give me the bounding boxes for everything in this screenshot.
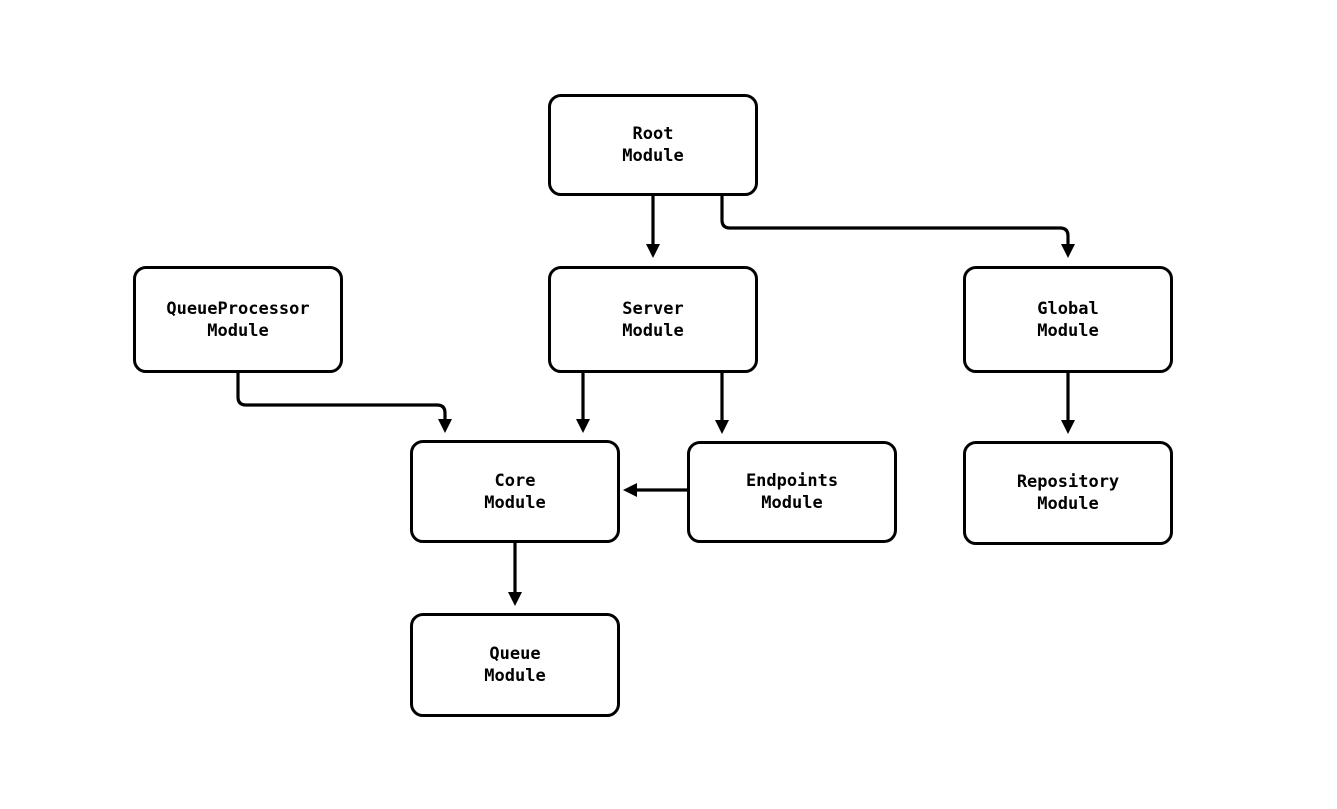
node-server-module[interactable]: Server Module [548, 266, 758, 373]
edge-core-to-queue [508, 543, 522, 606]
node-server-module-label: Server Module [622, 298, 684, 341]
node-global-module-label: Global Module [1037, 298, 1099, 341]
node-queueprocessor-module-label: QueueProcessor Module [166, 298, 310, 341]
node-endpoints-module-label: Endpoints Module [745, 471, 839, 513]
node-endpoints-module[interactable]: Endpoints Module [687, 441, 897, 543]
edge-queueprocessor-to-core [236, 373, 452, 433]
node-repository-module[interactable]: Repository Module [963, 441, 1173, 545]
node-global-module[interactable]: Global Module [963, 266, 1173, 373]
edge-server-to-endpoints [715, 373, 729, 434]
edge-global-to-repository [1061, 373, 1075, 434]
node-core-module-label: Core Module [484, 470, 546, 513]
node-queue-module[interactable]: Queue Module [410, 613, 620, 717]
node-root-module[interactable]: Root Module [548, 94, 758, 196]
edge-root-to-global [720, 196, 1075, 258]
edge-endpoints-to-core [623, 483, 687, 497]
node-core-module[interactable]: Core Module [410, 440, 620, 543]
node-queueprocessor-module[interactable]: QueueProcessor Module [133, 266, 343, 373]
edge-server-to-core [576, 373, 590, 433]
edge-root-to-server [646, 196, 660, 258]
node-root-module-label: Root Module [622, 124, 684, 166]
node-queue-module-label: Queue Module [484, 644, 546, 686]
node-repository-module-label: Repository Module [1016, 472, 1120, 514]
